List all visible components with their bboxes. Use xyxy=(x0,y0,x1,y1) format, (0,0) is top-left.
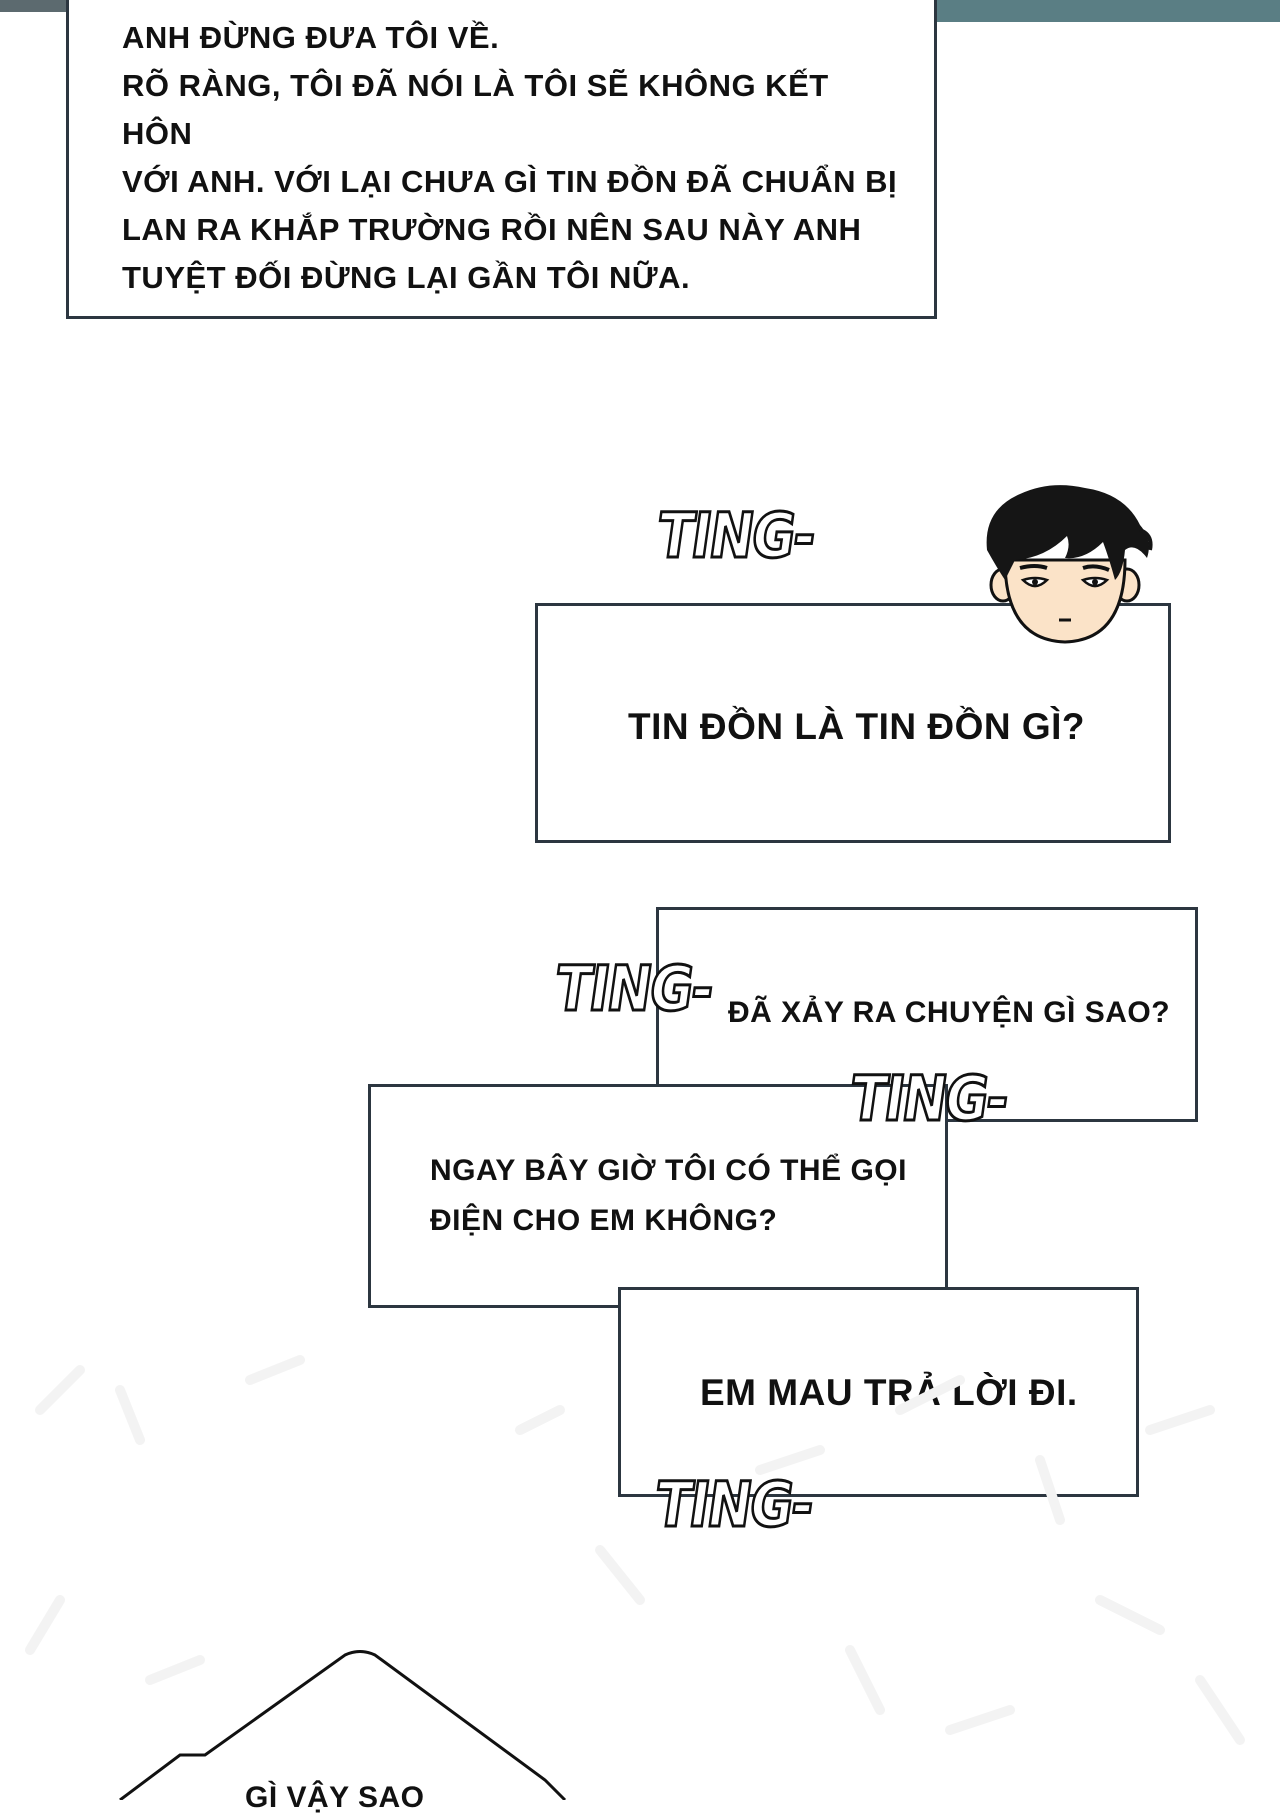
speech-bubble-text: GÌ VẬY SAO xyxy=(245,1781,425,1814)
background-speed-lines xyxy=(25,1355,1245,1745)
message-text-4: EM MAU TRẢ LỜI ĐI. xyxy=(700,1372,1078,1413)
man-face-icon xyxy=(986,485,1153,644)
top-panel-teal-edge xyxy=(935,0,1280,22)
top-panel-dark-edge xyxy=(0,0,80,12)
narration-text: ANH ĐỪNG ĐƯA TÔI VỀ. RÕ RÀNG, TÔI ĐÃ NÓI… xyxy=(122,14,902,302)
message-box-3 xyxy=(368,1084,948,1308)
narration-line: LAN RA KHẮP TRƯỜNG RỒI NÊN SAU NÀY ANH xyxy=(122,212,862,247)
message-text-3-line: NGAY BÂY GIỜ TÔI CÓ THỂ GỌI xyxy=(430,1154,907,1187)
sfx-ting-3: TING- xyxy=(844,1061,1013,1137)
sfx-ting-1: TING- xyxy=(651,498,820,574)
sfx-ting-2: TING- xyxy=(549,951,718,1027)
message-box-4 xyxy=(618,1287,1139,1497)
message-text-3-line: ĐIỆN CHO EM KHÔNG? xyxy=(430,1204,778,1237)
message-text-1: TIN ĐỒN LÀ TIN ĐỒN GÌ? xyxy=(628,706,1086,747)
narration-line: TUYỆT ĐỐI ĐỪNG LẠI GẦN TÔI NỮA. xyxy=(122,260,691,295)
message-text-3: NGAY BÂY GIỜ TÔI CÓ THỂ GỌI ĐIỆN CHO EM … xyxy=(430,1146,907,1246)
narration-line: ANH ĐỪNG ĐƯA TÔI VỀ. xyxy=(122,20,500,55)
narration-box xyxy=(66,0,937,319)
speech-bubble xyxy=(119,1650,567,1800)
narration-line: RÕ RÀNG, TÔI ĐÃ NÓI LÀ TÔI SẼ KHÔNG KẾT … xyxy=(122,68,829,151)
message-text-2: ĐÃ XẢY RA CHUYỆN GÌ SAO? xyxy=(728,996,1171,1029)
narration-line: VỚI ANH. VỚI LẠI CHƯA GÌ TIN ĐỒN ĐÃ CHUẨ… xyxy=(122,164,898,199)
